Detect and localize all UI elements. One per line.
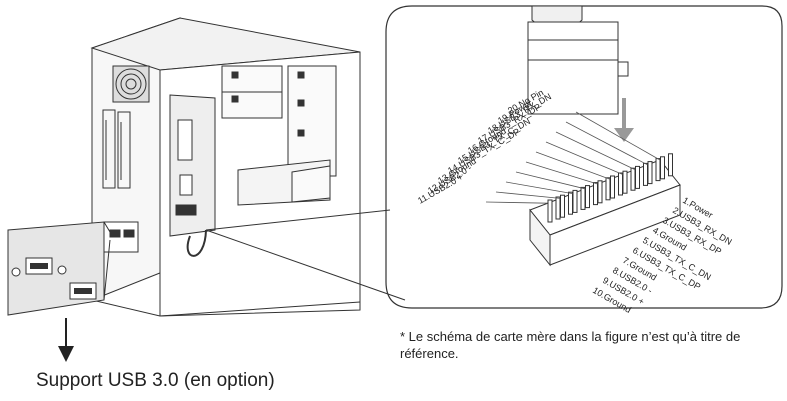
- motherboard: [169, 94, 216, 237]
- leader-line: [525, 161, 598, 185]
- expansion-slots: [102, 109, 131, 189]
- drive-bays: [221, 65, 337, 206]
- leader-line: [545, 141, 623, 175]
- header-pin: [622, 170, 628, 194]
- caption: Support USB 3.0 (en option): [36, 370, 275, 391]
- header-pin: [647, 161, 653, 185]
- header-pin: [635, 165, 640, 189]
- zoom-pointer-line: [205, 209, 391, 231]
- leader-line: [555, 131, 636, 170]
- usb-port-icon: [69, 282, 97, 300]
- case-fan-icon: [112, 65, 150, 103]
- connector-plug-icon: [527, 5, 629, 115]
- header-pin: [597, 180, 603, 204]
- header-pin: [568, 191, 573, 215]
- leader-line: [505, 181, 573, 194]
- leader-line: [485, 201, 548, 204]
- leader-line: [495, 191, 561, 199]
- zoom-bubble: [385, 5, 783, 309]
- header-pin: [560, 194, 565, 218]
- pin-leader-lines: [485, 111, 661, 204]
- header-pin: [643, 162, 648, 186]
- down-arrow-icon: [58, 318, 74, 362]
- usb-port-icon: [25, 257, 53, 275]
- leader-line: [535, 151, 611, 180]
- leader-line: [515, 171, 586, 190]
- header-pin: [572, 189, 578, 213]
- insert-arrow-icon: [614, 98, 634, 142]
- reference-note: * Le schéma de carte mère dans la figure…: [400, 329, 741, 361]
- usb-cable: [186, 229, 207, 257]
- leader-line: [575, 111, 661, 161]
- zoom-pointer-line: [205, 229, 406, 301]
- header-pin: [547, 199, 553, 223]
- header-pin: [593, 182, 598, 206]
- pin-header-icon: [529, 153, 681, 267]
- header-pin: [660, 156, 665, 180]
- front-usb-panel: [7, 221, 111, 316]
- header-pin: [585, 185, 590, 209]
- header-pin: [555, 196, 561, 220]
- header-pin: [610, 175, 615, 199]
- header-pin: [668, 153, 673, 177]
- leader-line: [565, 121, 648, 166]
- pc-case-illustration: [90, 17, 361, 317]
- header-pin: [630, 167, 636, 191]
- header-pin: [580, 186, 586, 210]
- header-pin: [618, 172, 623, 196]
- header-pin: [655, 158, 661, 182]
- header-pin: [605, 177, 611, 201]
